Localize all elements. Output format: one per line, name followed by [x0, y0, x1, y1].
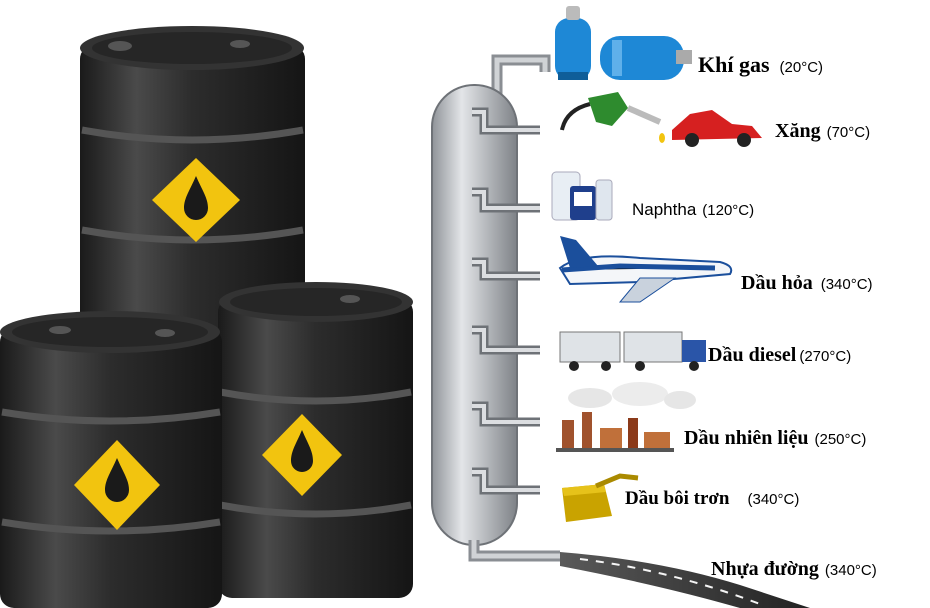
barrel-right: [218, 282, 413, 598]
product-name: Naphtha: [632, 200, 697, 219]
product-temp: (250°C): [814, 431, 866, 448]
road-icon: [560, 552, 810, 608]
product-temp: (270°C): [799, 348, 851, 365]
oil-barrels: [0, 26, 413, 608]
product-name: Dầu diesel: [708, 344, 797, 366]
product-labels: Khí gas(20°C) Xăng(70°C) Naphtha(120°C) …: [625, 52, 877, 580]
oil-can-icon: [562, 473, 639, 522]
airplane-icon: [558, 236, 733, 303]
label-dau-nhien-lieu: Dầu nhiên liệu (250°C): [684, 427, 866, 449]
product-temp: (340°C): [747, 491, 799, 508]
label-xang: Xăng (70°C): [775, 120, 870, 142]
barrel-top: [80, 26, 305, 330]
product-temp: (340°C): [825, 562, 877, 579]
label-khi-gas: Khí gas (20°C): [698, 52, 823, 77]
product-name: Xăng: [775, 120, 821, 142]
product-temp: (120°C): [702, 202, 754, 219]
label-dau-boi-tron: Dầu bôi trơn (340°C): [625, 488, 799, 509]
distillation-column: [431, 54, 560, 562]
product-temp: (70°C): [827, 124, 871, 141]
oil-drop-warning-icon: [74, 440, 160, 530]
label-naphtha: Naphtha (120°C): [632, 200, 754, 219]
product-name: Khí gas: [698, 52, 770, 77]
product-name: Dầu nhiên liệu: [684, 427, 808, 449]
chemical-bottles-icon: [551, 171, 613, 221]
label-nhua-duong: Nhựa đường (340°C): [711, 558, 877, 580]
product-name: Nhựa đường: [711, 558, 819, 580]
fuel-nozzle-car-icon: [560, 92, 762, 147]
oil-drop-warning-icon: [152, 158, 240, 242]
product-temp: (340°C): [821, 276, 873, 293]
oil-drop-warning-icon: [262, 414, 342, 496]
product-name: Dầu hỏa: [741, 272, 813, 294]
label-dau-hoa: Dầu hỏa (340°C): [741, 272, 873, 294]
truck-icon: [559, 331, 706, 371]
factory-icon: [556, 382, 696, 452]
barrel-left: [0, 311, 222, 608]
product-name: Dầu bôi trơn: [625, 488, 730, 509]
product-temp: (20°C): [780, 59, 824, 76]
label-dau-diesel: Dầu diesel(270°C): [708, 344, 851, 366]
gas-cylinder-icon: [555, 6, 692, 80]
